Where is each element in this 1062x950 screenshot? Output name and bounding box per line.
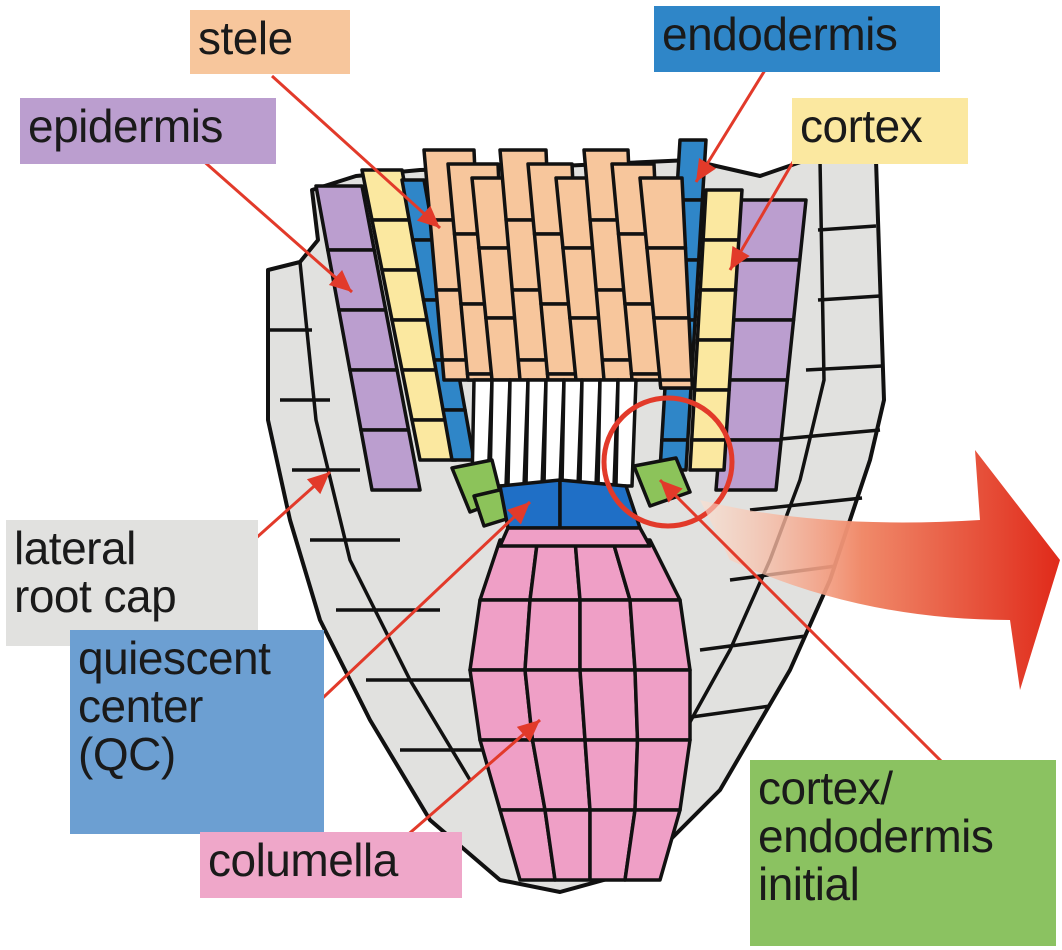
cortex-cell-right — [703, 190, 742, 240]
columella-cell — [580, 600, 635, 670]
epidermis-cell-left — [361, 430, 420, 490]
columella-cell — [525, 600, 580, 670]
label-endodermis: endodermis — [654, 6, 940, 72]
columella-cell — [585, 740, 638, 810]
columella-cell — [635, 740, 690, 810]
columella-initial-row — [500, 528, 650, 546]
stele-cell — [660, 380, 692, 388]
label-quiescent-center: quiescent center (QC) — [70, 630, 324, 834]
columella-cell — [580, 670, 638, 740]
columella-cell — [470, 600, 530, 670]
label-epidermis: epidermis — [20, 98, 276, 164]
cortex-cell-right — [690, 440, 726, 470]
epidermis-cell-right — [730, 260, 800, 320]
label-cortex: cortex — [792, 98, 968, 164]
label-lateral-root-cap: lateral root cap — [6, 520, 258, 646]
stele-cell — [640, 178, 685, 248]
label-columella: columella — [200, 832, 462, 898]
label-stele: stele — [190, 10, 350, 74]
qc-cell — [560, 480, 640, 528]
columella-cell — [625, 810, 680, 880]
epidermis-cell-left — [350, 370, 409, 430]
columella-cell — [530, 540, 580, 600]
stele-initial-cell — [616, 380, 636, 486]
cortex-cell-right — [695, 340, 733, 390]
epidermis-cell-right — [725, 320, 793, 380]
epidermis-cell-right — [735, 200, 806, 260]
stele-cell — [647, 248, 689, 318]
columella-cell — [630, 600, 690, 670]
cortex-cell-right — [697, 290, 735, 340]
epidermis-cell-left — [339, 310, 397, 370]
columella-cell — [545, 810, 590, 880]
columella-cell — [635, 670, 690, 740]
label-cortex-endodermis-initial: cortex/ endodermis initial — [750, 760, 1056, 946]
stele-cell — [654, 318, 693, 388]
